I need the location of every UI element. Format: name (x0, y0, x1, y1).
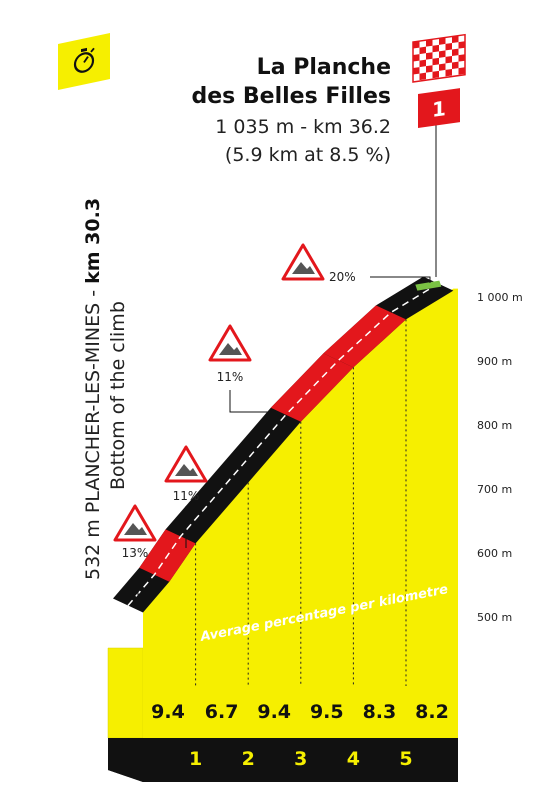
steep-gradient-icon (281, 243, 325, 281)
summit-name-line1: La Planche (257, 55, 391, 80)
altitude-tick-label: 700 m (477, 483, 512, 496)
steep-marker-4: 20% (281, 243, 431, 284)
svg-text:11%: 11% (217, 370, 244, 384)
km-number: 3 (294, 748, 307, 770)
steep-gradient-icon (164, 445, 208, 483)
km-band-side (108, 738, 143, 782)
svg-text:20%: 20% (329, 270, 356, 284)
gradient-value: 8.2 (415, 701, 449, 723)
km-number: 1 (189, 748, 202, 770)
summit-climb-info: (5.9 km at 8.5 %) (225, 144, 391, 166)
svg-text:13%: 13% (122, 546, 149, 560)
steep-marker-3: 11% (208, 324, 279, 436)
altitude-tick-label: 600 m (477, 547, 512, 560)
svg-text:1: 1 (432, 96, 446, 122)
bottom-climb-location: 532 m PLANCHER-LES-MINES - km 30.3 (82, 198, 104, 580)
road-centre-line (127, 282, 439, 607)
km-number: 2 (242, 748, 255, 770)
summit-name-line2: des Belles Filles (191, 84, 391, 109)
km-band (108, 738, 458, 782)
altitude-tick-label: 900 m (477, 355, 512, 368)
km-band-top (143, 686, 458, 738)
summit-altitude-km: 1 035 m - km 36.2 (215, 116, 391, 138)
km-number: 5 (399, 748, 412, 770)
steep-marker-2: 11% (164, 445, 208, 548)
road-red-segment (270, 353, 354, 422)
svg-text:11%: 11% (173, 489, 200, 503)
stopwatch-icon (58, 32, 110, 90)
bottom-of-climb-label: Bottom of the climb (107, 301, 129, 490)
profile-road-top (113, 276, 454, 613)
finish-line-marker (415, 280, 442, 291)
km-number: 4 (347, 748, 360, 770)
checkered-flag-icon (412, 33, 466, 83)
km-divider-lines (195, 319, 407, 686)
km-labels: 1 2 3 4 5 (189, 748, 413, 770)
gradient-labels: 9.4 6.7 9.4 9.5 8.3 8.2 (151, 701, 449, 723)
gradient-value: 6.7 (205, 701, 239, 723)
gradient-value: 8.3 (363, 701, 397, 723)
altitude-axis: 500 m 600 m 700 m 800 m 900 m 1 000 m (477, 291, 523, 624)
steep-gradient-icon (208, 324, 252, 362)
steep-gradient-icon (113, 504, 157, 542)
gradient-value: 9.4 (151, 701, 185, 723)
altitude-tick-label: 1 000 m (477, 291, 523, 304)
steep-marker-1: 13% (113, 504, 157, 610)
road-red-segment (323, 305, 406, 368)
gradient-value: 9.4 (257, 701, 291, 723)
altitude-tick-label: 500 m (477, 611, 512, 624)
category-badge: 1 (418, 88, 460, 128)
gradient-value: 9.5 (310, 701, 344, 723)
altitude-tick-label: 800 m (477, 419, 512, 432)
